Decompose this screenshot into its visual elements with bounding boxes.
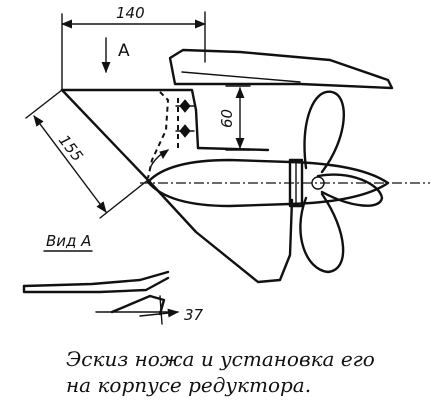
dimension-155-label: 155 bbox=[55, 131, 87, 165]
view-arrow-a-label: A bbox=[118, 41, 130, 61]
dimension-60-label: 60 bbox=[218, 109, 236, 128]
figure-caption: Эскиз ножа и установка его на корпусе ре… bbox=[66, 346, 436, 398]
propeller bbox=[299, 90, 384, 274]
caption-line-1: Эскиз ножа и установка его bbox=[66, 347, 375, 371]
fixing-screws bbox=[175, 99, 195, 138]
dimension-140-label: 140 bbox=[116, 4, 145, 22]
view-a-caption: Вид А bbox=[46, 232, 91, 250]
dimension-155: 155 bbox=[25, 89, 149, 219]
dimension-140: 140 bbox=[60, 4, 207, 91]
view-arrow-a: A bbox=[101, 37, 130, 74]
caption-line-2: на корпусе редуктора. bbox=[66, 373, 312, 397]
dimension-60: 60 bbox=[218, 85, 251, 151]
propeller-hub bbox=[140, 158, 430, 208]
knife-hidden-contour bbox=[147, 91, 179, 179]
view-a-knife-profile: Вид А 37 bbox=[22, 232, 204, 325]
dimension-37-label: 37 bbox=[184, 306, 204, 324]
knife-angle-mark bbox=[149, 149, 170, 169]
